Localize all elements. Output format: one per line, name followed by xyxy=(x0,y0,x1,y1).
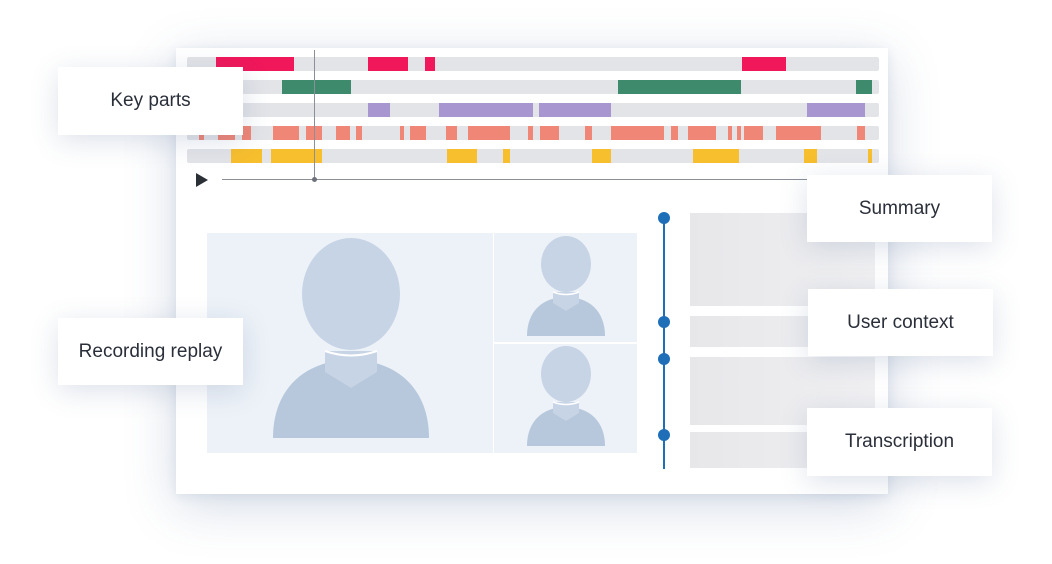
key-segment[interactable] xyxy=(446,126,457,140)
summary-label: Summary xyxy=(807,175,992,242)
timeline-marker[interactable] xyxy=(658,212,670,224)
timeline-marker[interactable] xyxy=(658,429,670,441)
key-segment[interactable] xyxy=(368,103,390,117)
key-segment[interactable] xyxy=(273,126,299,140)
key-segment[interactable] xyxy=(585,126,592,140)
key-segment[interactable] xyxy=(688,126,716,140)
key-segment[interactable] xyxy=(368,57,408,71)
key-segment[interactable] xyxy=(671,126,678,140)
person-avatar-icon xyxy=(527,236,605,336)
timeline-track-red[interactable] xyxy=(187,57,879,71)
timeline-track-yellow[interactable] xyxy=(187,149,879,163)
timeline-track-green[interactable] xyxy=(187,80,879,94)
playhead[interactable] xyxy=(314,50,315,180)
key-segment[interactable] xyxy=(804,149,817,163)
key-segment[interactable] xyxy=(807,103,865,117)
key-segment[interactable] xyxy=(776,126,821,140)
key-segment[interactable] xyxy=(447,149,477,163)
person-avatar-icon xyxy=(273,238,429,438)
key-segment[interactable] xyxy=(503,149,510,163)
recording-replay-label: Recording replay xyxy=(58,318,243,385)
key-segment[interactable] xyxy=(231,149,262,163)
scrub-handle[interactable] xyxy=(312,177,317,182)
key-segment[interactable] xyxy=(528,126,533,140)
timeline-track-salmon[interactable] xyxy=(187,126,879,140)
key-segment[interactable] xyxy=(744,126,763,140)
key-segment[interactable] xyxy=(439,103,533,117)
key-segment[interactable] xyxy=(468,126,510,140)
key-segment[interactable] xyxy=(356,126,362,140)
participant-video-tile[interactable] xyxy=(494,344,637,453)
key-segment[interactable] xyxy=(540,126,559,140)
timeline-marker[interactable] xyxy=(658,316,670,328)
key-segment[interactable] xyxy=(857,126,865,140)
timeline-track-purple[interactable] xyxy=(187,103,879,117)
key-parts-label: Key parts xyxy=(58,67,243,135)
play-icon[interactable] xyxy=(196,173,208,187)
key-segment[interactable] xyxy=(693,149,739,163)
key-segment[interactable] xyxy=(282,80,351,94)
key-segment[interactable] xyxy=(400,126,404,140)
key-segment[interactable] xyxy=(271,149,322,163)
key-segment[interactable] xyxy=(737,126,741,140)
key-segment[interactable] xyxy=(336,126,350,140)
key-segment[interactable] xyxy=(618,80,741,94)
participant-video-tile[interactable] xyxy=(494,233,637,342)
key-segment[interactable] xyxy=(410,126,426,140)
key-segment[interactable] xyxy=(539,103,611,117)
key-segment[interactable] xyxy=(592,149,611,163)
timeline-marker[interactable] xyxy=(658,353,670,365)
key-segment[interactable] xyxy=(242,126,251,140)
transcript-timeline xyxy=(663,219,665,469)
key-segment[interactable] xyxy=(856,80,872,94)
user-context-label: User context xyxy=(808,289,993,356)
key-segment[interactable] xyxy=(742,57,786,71)
key-segment[interactable] xyxy=(611,126,664,140)
main-video-tile[interactable] xyxy=(207,233,493,453)
transcription-label: Transcription xyxy=(807,408,992,476)
person-avatar-icon xyxy=(527,346,605,446)
key-segment[interactable] xyxy=(868,149,872,163)
key-segment[interactable] xyxy=(728,126,732,140)
scrub-bar[interactable] xyxy=(222,179,812,180)
key-segment[interactable] xyxy=(425,57,435,71)
